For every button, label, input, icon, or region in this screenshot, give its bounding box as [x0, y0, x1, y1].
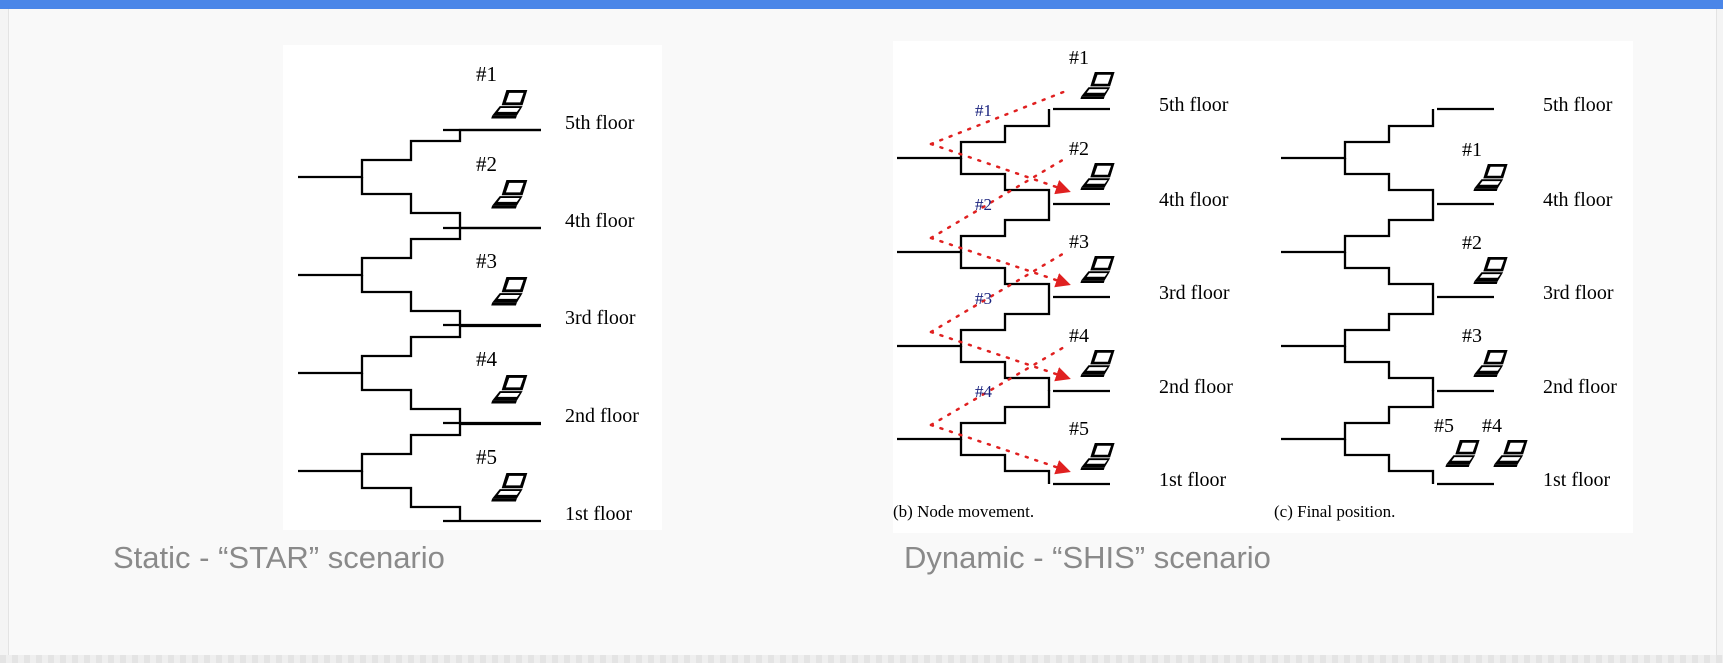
topology-branch-up [897, 297, 1051, 348]
node-label-3: #3 [1462, 325, 1482, 347]
topology-branch-up [298, 226, 541, 277]
floor-label-5: 5th floor [565, 112, 635, 134]
laptop-icon [1080, 443, 1115, 470]
topology-branch-down [360, 471, 462, 522]
floor-label-4: 4th floor [1159, 189, 1229, 211]
movement-arrow [929, 236, 1071, 288]
topology-branch-down [959, 158, 1051, 203]
topology-branch-up [1281, 297, 1435, 348]
shis-diagram: 5th floor 4th floor 3rd floor 2nd floor 1st … [893, 47, 1617, 521]
node-label-4: #4 [1482, 415, 1502, 437]
caption-dynamic-shis: Dynamic - “SHIS” scenario [904, 540, 1271, 575]
floor-label-1: 1st floor [565, 503, 633, 525]
movement-path-up [929, 156, 1068, 240]
movement-label-3: #3 [975, 289, 992, 308]
node-label-5: #5 [1434, 415, 1454, 437]
node-label-2: #2 [476, 152, 497, 176]
floor-label-1: 1st floor [1159, 469, 1227, 491]
topology-branch-up [897, 390, 1051, 441]
movement-path-up [929, 250, 1068, 334]
laptop-icon [1493, 440, 1528, 467]
topology-branch-down [360, 275, 462, 326]
star-topology-diagram: 5th floor 4th floor 3rd floor 2nd floor 1st … [298, 62, 639, 525]
topology-branch-down [959, 439, 1051, 484]
laptop-icon [1080, 72, 1115, 99]
laptop-icon [491, 277, 528, 306]
floor-label-5: 5th floor [1543, 94, 1613, 116]
caption-static-star: Static - “STAR” scenario [113, 540, 445, 575]
movement-path-up [929, 344, 1068, 427]
node-label-1: #1 [476, 62, 497, 86]
movement-path-up [929, 89, 1068, 146]
topology-branch-up [1281, 203, 1435, 254]
laptop-icon [1080, 256, 1115, 283]
node-label-5: #5 [476, 445, 497, 469]
node-label-1: #1 [1069, 47, 1089, 69]
floor-label-1: 1st floor [1543, 469, 1611, 491]
topology-branch-down [1343, 346, 1435, 391]
laptop-icon [491, 180, 528, 209]
node-label-4: #4 [1069, 325, 1089, 347]
laptop-icon [1080, 163, 1115, 190]
node-label-3: #3 [1069, 231, 1089, 253]
movement-label-4: #4 [975, 382, 993, 401]
movement-arrow [929, 423, 1071, 475]
bottom-strip [0, 655, 1723, 663]
floor-label-2: 2nd floor [1543, 376, 1617, 398]
topology-branch-down [360, 177, 462, 228]
floor-label-3: 3rd floor [1543, 282, 1614, 304]
node-label-4: #4 [476, 347, 498, 371]
node-label-5: #5 [1069, 418, 1089, 440]
movement-arrow [929, 330, 1071, 382]
star-topology-figure: 5th floor 4th floor 3rd floor 2nd floor 1st … [283, 45, 662, 530]
subcaption-node-movement: (b) Node movement. [893, 502, 1034, 521]
floor-label-2: 2nd floor [1159, 376, 1233, 398]
floor-label-4: 4th floor [565, 210, 635, 232]
laptop-icon [1473, 257, 1508, 284]
topology-branch-up [897, 109, 1051, 160]
laptop-icon [491, 375, 528, 404]
laptop-icon [491, 90, 528, 119]
shis-movement-figure: 5th floor 4th floor 3rd floor 2nd floor 1st … [893, 41, 1633, 533]
topology-branch-up [1281, 109, 1435, 160]
floor-label-5: 5th floor [1159, 94, 1229, 116]
topology-branch-up [298, 128, 541, 179]
node-label-2: #2 [1069, 138, 1089, 160]
topology-branch-down [959, 252, 1051, 297]
top-accent-bar [0, 0, 1723, 9]
topology-branch-down [959, 346, 1051, 391]
node-label-1: #1 [1462, 139, 1482, 161]
movement-label-2: #2 [975, 195, 992, 214]
laptop-icon [1473, 164, 1508, 191]
movement-arrow [929, 142, 1071, 195]
topology-branch-down [1343, 439, 1435, 484]
topology-branch-up [897, 203, 1051, 254]
topology-branch-down [360, 373, 462, 424]
floor-label-3: 3rd floor [565, 307, 636, 329]
laptop-icon [491, 473, 528, 502]
topology-branch-down [1343, 252, 1435, 297]
floor-label-2: 2nd floor [565, 405, 639, 427]
laptop-icon [1473, 350, 1508, 377]
topology-branch-up [298, 422, 541, 473]
floor-label-3: 3rd floor [1159, 282, 1230, 304]
topology-branch-up [298, 324, 541, 375]
laptop-icon [1080, 350, 1115, 377]
node-label-3: #3 [476, 249, 497, 273]
node-label-2: #2 [1462, 232, 1482, 254]
topology-branch-down [1343, 158, 1435, 203]
floor-label-4: 4th floor [1543, 189, 1613, 211]
laptop-icon [1445, 440, 1480, 467]
topology-branch-up [1281, 390, 1435, 441]
movement-label-1: #1 [975, 101, 992, 120]
subcaption-final-position: (c) Final position. [1274, 502, 1395, 521]
